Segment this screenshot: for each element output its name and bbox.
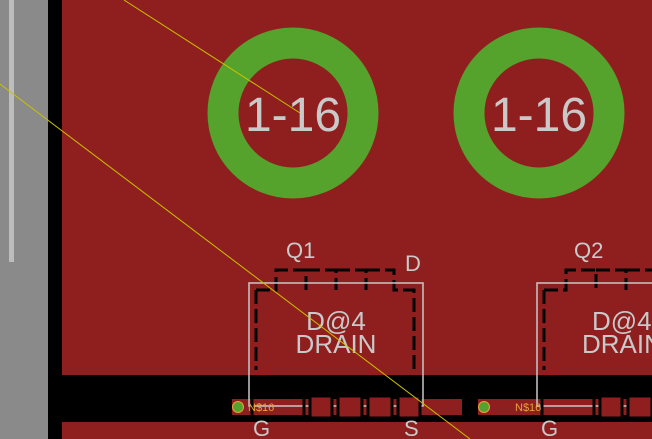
net-label: N$16 [515, 402, 541, 414]
body-label-1: D@4 [592, 306, 652, 336]
via-pad-2[interactable]: 1-16 [453, 27, 625, 199]
drain-pad-outline [542, 268, 652, 370]
component-q1[interactable]: Q1 D D@4 DRAIN G S N$16 [232, 238, 424, 439]
source-pad-3[interactable] [366, 394, 394, 420]
left-margin-panel [0, 0, 48, 439]
vertical-scrollbar-thumb[interactable] [9, 0, 14, 262]
board-edge [48, 0, 62, 439]
pin-label-s: S [404, 416, 419, 439]
copper-pour-bottom [62, 422, 652, 439]
source-pad-2[interactable] [626, 394, 652, 420]
source-pad-1[interactable] [308, 394, 334, 420]
gate-pad[interactable] [540, 394, 596, 420]
drain-pad-outline [254, 268, 416, 370]
package-outline [248, 282, 424, 407]
pin-label-g: G [541, 416, 558, 439]
body-label-1: D@4 [306, 306, 366, 336]
net-origin-marker[interactable] [232, 401, 244, 413]
component-name: Q2 [574, 238, 603, 263]
via-pad-1[interactable]: 1-16 [207, 27, 379, 199]
trace-q2-net[interactable] [478, 399, 652, 415]
source-pad-4[interactable] [396, 394, 422, 420]
pin-label-g: G [253, 416, 270, 439]
gate-pad[interactable] [250, 394, 306, 420]
source-pad-1[interactable] [598, 394, 624, 420]
body-label-2: DRAIN [582, 329, 652, 359]
net-label: N$16 [248, 402, 274, 414]
component-name: Q1 [286, 238, 315, 263]
component-q2[interactable]: Q2 D@4 DRAIN G N$16 [478, 238, 652, 439]
pad-label: 1-16 [245, 89, 341, 142]
pad-label: 1-16 [491, 89, 587, 142]
net-origin-marker[interactable] [478, 401, 490, 413]
airwire-2[interactable] [0, 83, 471, 439]
source-pad-2[interactable] [336, 394, 364, 420]
body-label-2: DRAIN [296, 329, 377, 359]
pin-label-d: D [405, 251, 421, 276]
airwire-1[interactable] [123, 0, 301, 114]
